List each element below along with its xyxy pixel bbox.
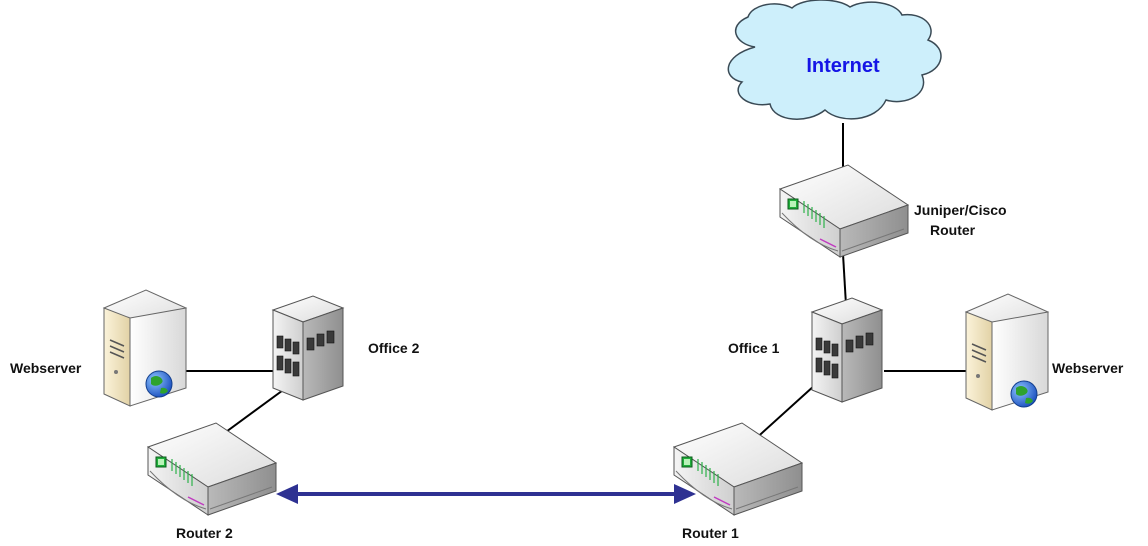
router1-node: Router 1 bbox=[673, 422, 803, 541]
arrowhead-right-icon bbox=[674, 484, 696, 504]
office2-label: Office 2 bbox=[368, 340, 420, 356]
office2-node: Office 2 bbox=[272, 295, 420, 401]
office1-label: Office 1 bbox=[728, 340, 780, 356]
router2-label: Router 2 bbox=[176, 525, 233, 541]
router-icon bbox=[779, 164, 909, 258]
edge-router-label-line1: Juniper/Cisco bbox=[914, 202, 1007, 218]
link-edge-router-office1 bbox=[842, 253, 847, 306]
router1-label: Router 1 bbox=[682, 525, 739, 541]
router-icon bbox=[673, 422, 803, 516]
router-icon bbox=[147, 422, 277, 516]
link-office1-router1 bbox=[751, 384, 816, 443]
router-tunnel-link bbox=[276, 484, 696, 504]
webserver1-node: Webserver bbox=[965, 293, 1124, 411]
internet-label: Internet bbox=[806, 55, 880, 77]
edge-router-label: Juniper/Cisco Router bbox=[914, 202, 1010, 238]
edge-router-label-line2: Router bbox=[930, 222, 976, 238]
globe-icon bbox=[1010, 380, 1038, 408]
server-icon bbox=[103, 289, 187, 407]
internet-node: Internet bbox=[727, 0, 942, 120]
router2-node: Router 2 bbox=[147, 422, 277, 541]
edge-router-node: Juniper/Cisco Router bbox=[779, 164, 1010, 258]
globe-icon bbox=[145, 370, 173, 398]
office1-node: Office 1 bbox=[728, 297, 883, 403]
cloud-icon bbox=[727, 0, 942, 120]
office-building-icon bbox=[272, 295, 344, 401]
office-building-icon bbox=[811, 297, 883, 403]
webserver1-label: Webserver bbox=[1052, 360, 1124, 376]
links bbox=[180, 123, 980, 443]
webserver2-node: Webserver bbox=[10, 289, 187, 407]
arrowhead-left-icon bbox=[276, 484, 298, 504]
webserver2-label: Webserver bbox=[10, 360, 82, 376]
